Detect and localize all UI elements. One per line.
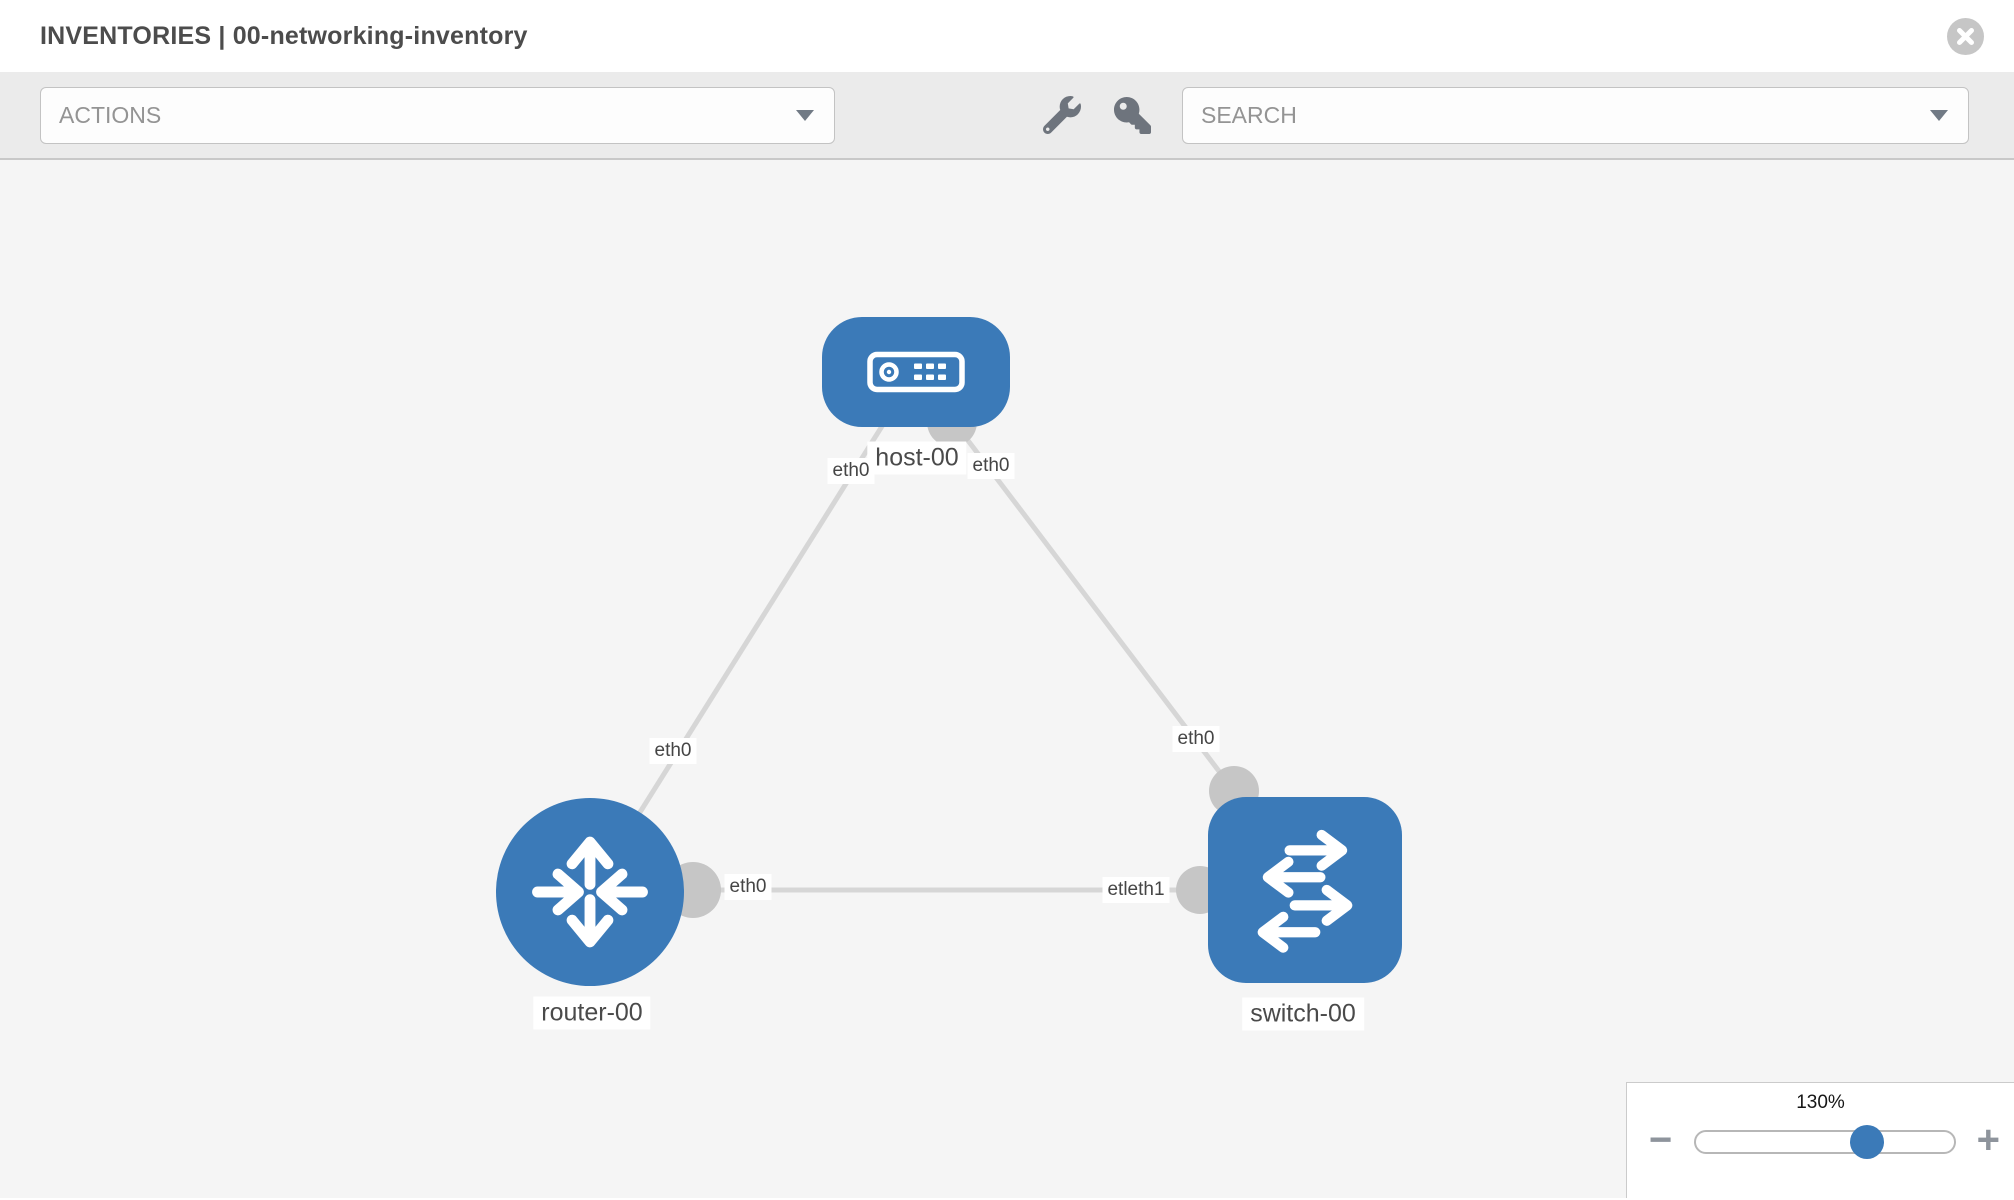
zoom-out-button[interactable]: −	[1649, 1118, 1673, 1162]
close-icon	[1957, 27, 1974, 45]
zoom-in-button[interactable]: +	[1976, 1118, 2000, 1162]
toolbar: ACTIONS SEARCH	[0, 72, 2014, 160]
topology-edges	[587, 370, 1259, 918]
search-dropdown[interactable]: SEARCH	[1182, 86, 1969, 144]
close-button[interactable]	[1947, 17, 1984, 55]
iface-label-switch-top: eth0	[1172, 726, 1220, 752]
node-host-00[interactable]	[822, 317, 1010, 427]
node-label-router: router-00	[533, 996, 651, 1030]
zoom-value: 130%	[1796, 1092, 1845, 1113]
credentials-button[interactable]	[1112, 95, 1152, 135]
link-host-switch[interactable]	[914, 370, 1236, 793]
topology-canvas[interactable]: host-00 router-00 switch-00 eth0 eth0 et…	[0, 160, 2014, 1198]
iface-label-host-right: eth0	[967, 453, 1015, 479]
node-router-00[interactable]	[496, 798, 684, 986]
actions-dropdown[interactable]: ACTIONS	[40, 86, 835, 144]
configure-button[interactable]	[1042, 95, 1082, 135]
iface-label-router-top: eth0	[649, 738, 697, 764]
node-label-host: host-00	[867, 441, 967, 475]
zoom-slider[interactable]	[1694, 1125, 1956, 1159]
zoom-panel: 130% − +	[1626, 1082, 2014, 1198]
iface-label-host-left: eth0	[827, 458, 875, 484]
key-icon	[1113, 96, 1151, 134]
switch-icon	[1257, 829, 1353, 953]
chevron-down-icon	[796, 109, 814, 121]
actions-dropdown-label: ACTIONS	[59, 101, 162, 128]
iface-label-mid-right: etleth1	[1102, 877, 1170, 903]
node-label-switch: switch-00	[1242, 997, 1364, 1031]
zoom-slider-handle[interactable]	[1850, 1125, 1884, 1159]
node-switch-00[interactable]	[1208, 797, 1402, 983]
iface-label-mid-left: eth0	[724, 874, 772, 900]
chevron-down-icon	[1930, 109, 1948, 121]
router-icon	[532, 836, 648, 948]
page-title: INVENTORIES | 00-networking-inventory	[40, 21, 528, 50]
host-icon	[867, 351, 965, 393]
toolbar-icons	[1042, 95, 1152, 135]
search-placeholder: SEARCH	[1201, 101, 1297, 128]
header: INVENTORIES | 00-networking-inventory	[0, 0, 2014, 72]
wrench-icon	[1043, 96, 1081, 134]
